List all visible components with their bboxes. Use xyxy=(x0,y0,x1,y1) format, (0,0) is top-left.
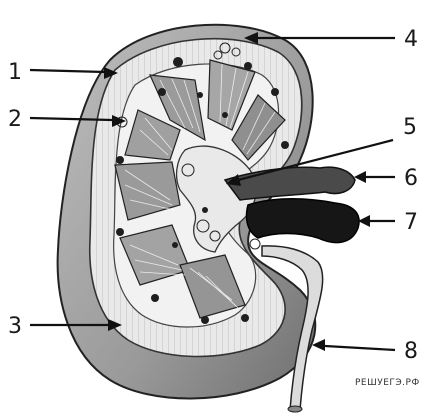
label-7: 7 xyxy=(404,210,418,235)
label-3: 3 xyxy=(8,314,22,339)
renal-vein xyxy=(246,199,359,243)
watermark: РЕШУЕГЭ.РФ xyxy=(355,378,420,388)
label-4: 4 xyxy=(404,27,418,52)
label-6: 6 xyxy=(404,166,418,191)
label-5: 5 xyxy=(403,115,417,140)
label-1: 1 xyxy=(8,60,22,85)
ureter-end xyxy=(288,406,302,412)
label-8: 8 xyxy=(404,339,418,364)
label-2: 2 xyxy=(8,107,22,132)
